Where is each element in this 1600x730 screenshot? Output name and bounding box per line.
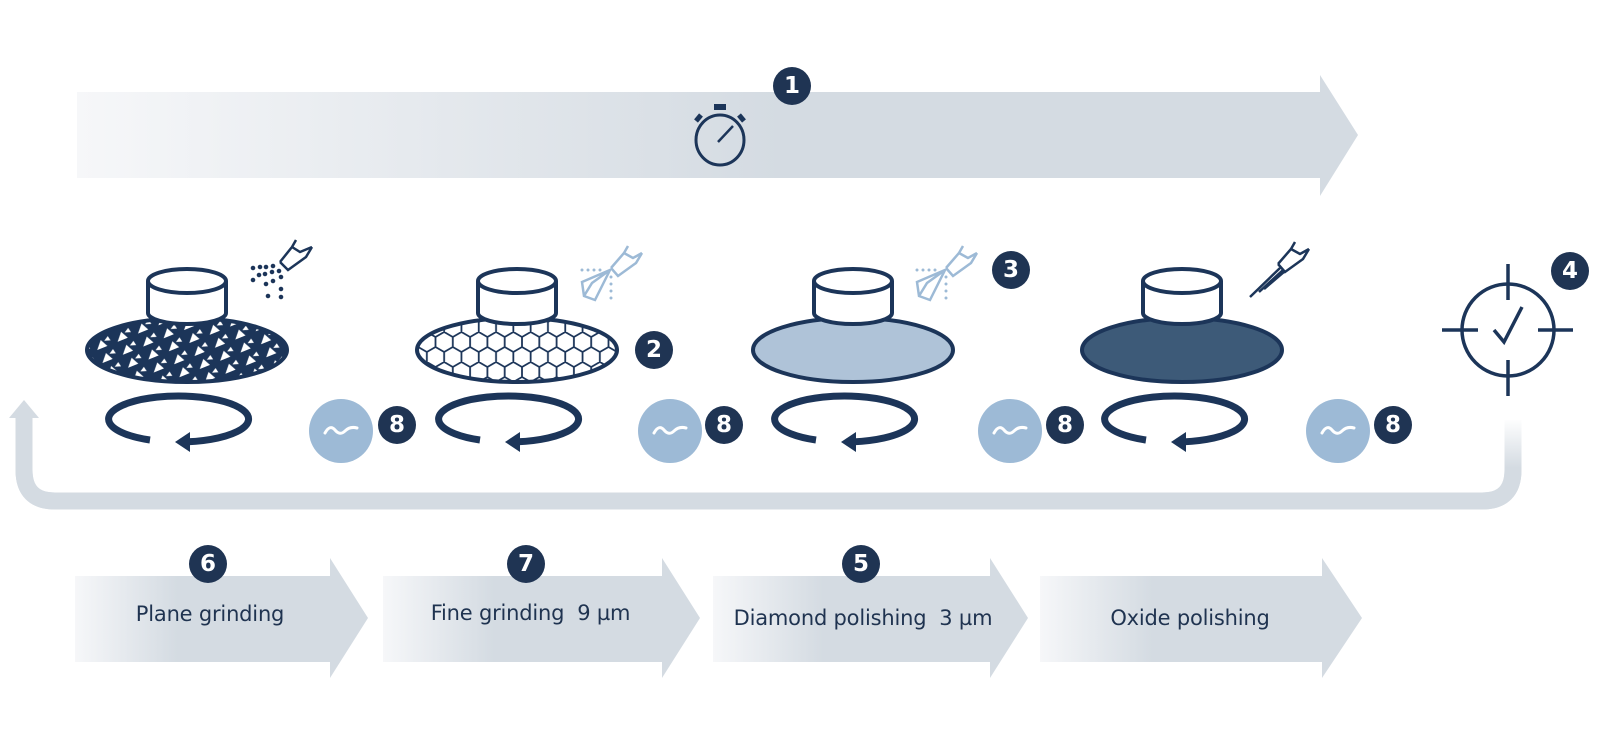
badge-diamond-polishing-station: 3 <box>992 251 1030 289</box>
grinding-disc-honeycomb <box>415 316 619 384</box>
badge-step-plane-grinding: 6 <box>189 545 227 583</box>
rotate-ccw-icon <box>771 392 919 452</box>
specimen-holder <box>1141 267 1223 326</box>
target-check-icon <box>1442 264 1573 396</box>
wave-icon <box>1306 399 1370 463</box>
diamond-spray-icon <box>580 245 644 302</box>
specimen-holder <box>146 267 228 326</box>
badge-step-diamond-polishing: 5 <box>842 545 880 583</box>
rotate-ccw-icon <box>105 392 253 452</box>
rotate-ccw-icon <box>435 392 583 452</box>
wave-icon <box>978 399 1042 463</box>
badge-rinse: 8 <box>1046 406 1084 444</box>
station-fine-grinding <box>415 245 644 452</box>
badge-rinse: 8 <box>705 406 743 444</box>
step-label-plane-grinding: Plane grinding <box>135 602 285 626</box>
jet-spray-icon <box>1249 241 1311 298</box>
wave-icon <box>309 399 373 463</box>
specimen-holder <box>476 267 558 326</box>
station-plane-grinding <box>85 239 314 452</box>
step-arrow-1 <box>75 558 368 678</box>
badge-timeline: 1 <box>773 67 811 105</box>
dotted-spray-icon <box>250 239 314 300</box>
specimen-holder <box>812 267 894 326</box>
step-arrow-4 <box>1040 558 1362 678</box>
step-arrow-2 <box>383 558 700 678</box>
badge-fine-grinding-station: 2 <box>635 331 673 369</box>
station-oxide-polishing <box>1080 241 1311 452</box>
polishing-cloth-dark <box>1080 316 1284 384</box>
wave-icon <box>638 399 702 463</box>
badge-step-fine-grinding: 7 <box>507 545 545 583</box>
station-diamond-polishing <box>751 245 979 452</box>
timeline-arrow <box>77 75 1358 196</box>
diamond-spray-icon <box>915 245 979 302</box>
step-label-fine-grinding: Fine grinding 9 µm <box>430 601 631 625</box>
grinding-disc-mesh <box>85 316 289 384</box>
step-arrow-3 <box>713 558 1028 678</box>
step-label-diamond-polishing: Diamond polishing 3 µm <box>733 606 993 630</box>
badge-rinse: 8 <box>1374 406 1412 444</box>
badge-inspection: 4 <box>1551 252 1589 290</box>
step-label-oxide-polishing: Oxide polishing <box>1110 606 1270 630</box>
badge-rinse: 8 <box>378 406 416 444</box>
stopwatch-icon <box>694 104 746 167</box>
return-loop-arrow <box>9 400 1522 510</box>
rotate-ccw-icon <box>1101 392 1249 452</box>
polishing-cloth-light <box>751 316 955 384</box>
